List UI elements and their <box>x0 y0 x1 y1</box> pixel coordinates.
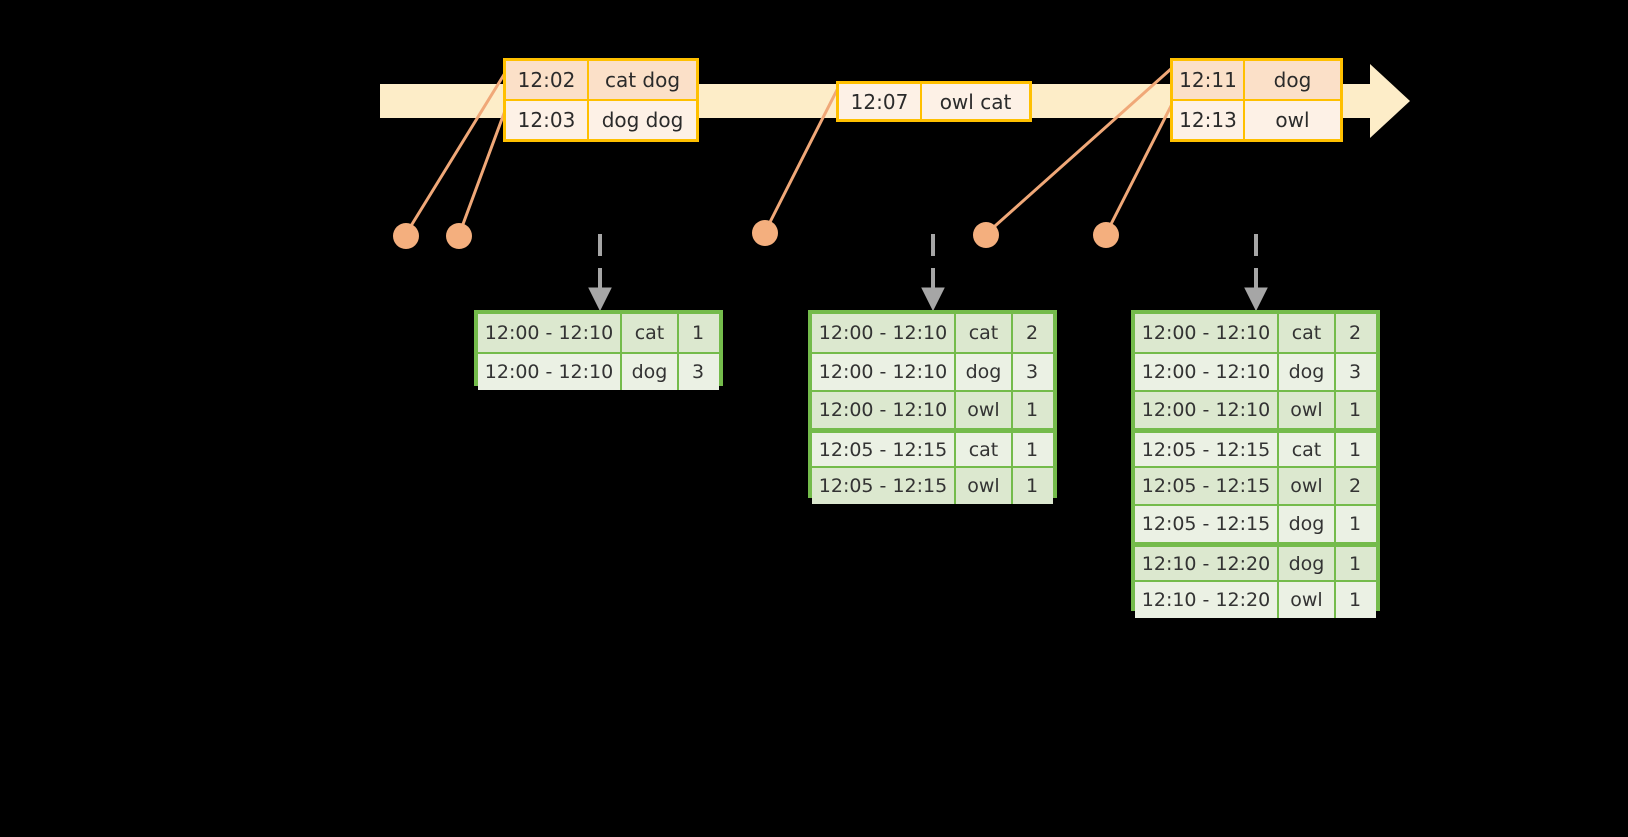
event-row[interactable]: 12:11 dog <box>1173 61 1340 99</box>
dot-12-02 <box>393 223 419 249</box>
dot-12-03 <box>446 223 472 249</box>
event-box-2[interactable]: 12:07 owl cat <box>836 81 1032 122</box>
count-cell: 1 <box>1025 399 1039 421</box>
table-row[interactable]: 12:10 - 12:20 owl 1 <box>1135 580 1376 618</box>
count-cell: 2 <box>1348 475 1362 497</box>
word-cell: cat <box>956 433 1013 466</box>
window-cell: 12:00 - 12:10 <box>812 354 956 390</box>
table-row[interactable]: 12:00 - 12:10 dog 3 <box>478 352 719 390</box>
result-table-3[interactable]: 12:00 - 12:10 cat 2 12:00 - 12:10 dog 3 … <box>1131 310 1380 618</box>
event-dot-group <box>393 220 1119 249</box>
word-cell: cat <box>956 314 1013 352</box>
word-cell: owl <box>1279 582 1336 618</box>
count-cell: 1 <box>1348 589 1362 611</box>
emit-arrow-1 <box>588 234 612 312</box>
word-cell: dog <box>1279 354 1336 390</box>
table-row[interactable]: 12:00 - 12:10 owl 1 <box>812 390 1053 428</box>
window-cell: 12:00 - 12:10 <box>478 314 622 352</box>
word-cell: owl <box>1279 468 1336 504</box>
window-cell: 12:05 - 12:15 <box>1135 433 1279 466</box>
event-time: 12:02 <box>506 61 589 99</box>
count-cell: 1 <box>1348 399 1362 421</box>
window-cell: 12:00 - 12:10 <box>1135 354 1279 390</box>
window-cell: 12:00 - 12:10 <box>812 392 956 428</box>
window-cell: 12:10 - 12:20 <box>1135 547 1279 580</box>
window-cell: 12:05 - 12:15 <box>1135 468 1279 504</box>
dot-12-11 <box>973 222 999 248</box>
word-cell: dog <box>956 354 1013 390</box>
count-cell: 3 <box>1025 361 1039 383</box>
emit-arrows <box>588 234 1268 312</box>
event-row[interactable]: 12:07 owl cat <box>839 84 1029 119</box>
event-words: owl cat <box>939 89 1012 114</box>
connector-12-02 <box>404 71 507 236</box>
table-row[interactable]: 12:05 - 12:15 cat 1 <box>1135 428 1376 466</box>
word-cell: owl <box>1279 392 1336 428</box>
word-cell: cat <box>1279 314 1336 352</box>
result-table-2[interactable]: 12:00 - 12:10 cat 2 12:00 - 12:10 dog 3 … <box>808 310 1057 504</box>
event-words: dog dog <box>601 108 684 132</box>
table-row[interactable]: 12:00 - 12:10 cat 2 <box>1135 314 1376 352</box>
event-row[interactable]: 12:03 dog dog <box>506 99 696 139</box>
emit-arrow-2 <box>921 234 945 312</box>
count-cell: 1 <box>691 322 705 344</box>
window-cell: 12:00 - 12:10 <box>478 354 622 390</box>
count-cell: 2 <box>1025 322 1039 344</box>
word-cell: owl <box>956 468 1013 504</box>
event-time: 12:11 <box>1173 61 1245 99</box>
word-cell: dog <box>622 354 679 390</box>
count-cell: 2 <box>1348 322 1362 344</box>
table-row[interactable]: 12:00 - 12:10 dog 3 <box>1135 352 1376 390</box>
connector-12-07 <box>763 86 840 234</box>
window-cell: 12:05 - 12:15 <box>812 468 956 504</box>
count-cell: 1 <box>1348 552 1362 575</box>
count-cell: 1 <box>1025 438 1039 461</box>
word-cell: owl <box>956 392 1013 428</box>
table-row[interactable]: 12:00 - 12:10 owl 1 <box>1135 390 1376 428</box>
event-box-1[interactable]: 12:02 cat dog 12:03 dog dog <box>503 58 699 142</box>
event-time: 12:07 <box>839 84 922 119</box>
table-row[interactable]: 12:00 - 12:10 cat 2 <box>812 314 1053 352</box>
event-words: dog <box>1273 68 1312 92</box>
window-cell: 12:00 - 12:10 <box>1135 314 1279 352</box>
window-cell: 12:10 - 12:20 <box>1135 582 1279 618</box>
window-cell: 12:05 - 12:15 <box>812 433 956 466</box>
word-cell: dog <box>1279 547 1336 580</box>
window-cell: 12:00 - 12:10 <box>812 314 956 352</box>
table-row[interactable]: 12:00 - 12:10 dog 3 <box>812 352 1053 390</box>
window-cell: 12:05 - 12:15 <box>1135 506 1279 542</box>
word-cell: cat <box>622 314 679 352</box>
count-cell: 3 <box>1348 361 1362 383</box>
event-words: cat dog <box>604 68 681 92</box>
count-cell: 1 <box>1348 513 1362 535</box>
event-time: 12:13 <box>1173 101 1245 139</box>
connector-12-03 <box>457 106 508 237</box>
dot-12-07 <box>752 220 778 246</box>
event-row[interactable]: 12:13 owl <box>1173 99 1340 139</box>
connector-12-13 <box>1104 102 1174 236</box>
table-row[interactable]: 12:05 - 12:15 owl 1 <box>812 466 1053 504</box>
event-row[interactable]: 12:02 cat dog <box>506 61 696 99</box>
table-row[interactable]: 12:05 - 12:15 dog 1 <box>1135 504 1376 542</box>
event-time: 12:03 <box>506 101 589 139</box>
table-row[interactable]: 12:00 - 12:10 cat 1 <box>478 314 719 352</box>
dot-12-13 <box>1093 222 1119 248</box>
table-row[interactable]: 12:10 - 12:20 dog 1 <box>1135 542 1376 580</box>
count-cell: 1 <box>1348 438 1362 461</box>
window-cell: 12:00 - 12:10 <box>1135 392 1279 428</box>
word-cell: dog <box>1279 506 1336 542</box>
event-words: owl <box>1275 108 1310 132</box>
event-box-3[interactable]: 12:11 dog 12:13 owl <box>1170 58 1343 142</box>
count-cell: 1 <box>1025 475 1039 497</box>
table-row[interactable]: 12:05 - 12:15 owl 2 <box>1135 466 1376 504</box>
emit-arrow-3 <box>1244 234 1268 312</box>
count-cell: 3 <box>691 361 705 383</box>
result-table-1[interactable]: 12:00 - 12:10 cat 1 12:00 - 12:10 dog 3 <box>474 310 723 390</box>
word-cell: cat <box>1279 433 1336 466</box>
table-row[interactable]: 12:05 - 12:15 cat 1 <box>812 428 1053 466</box>
